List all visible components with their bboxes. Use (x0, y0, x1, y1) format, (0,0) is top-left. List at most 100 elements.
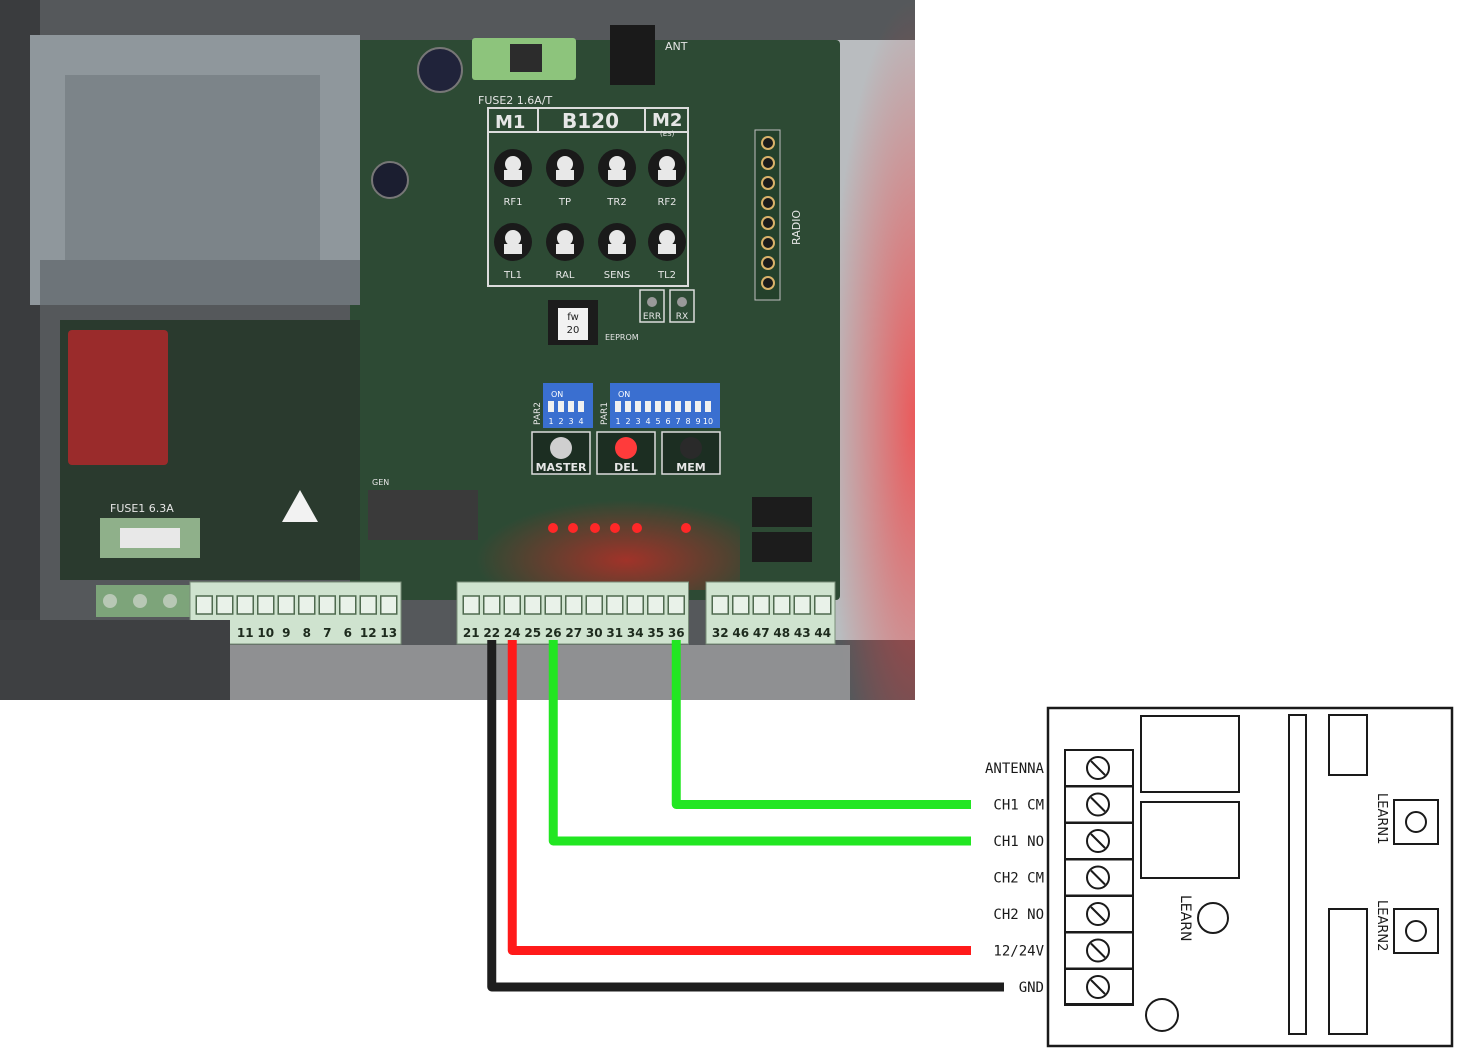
trimmer-label: TL1 (503, 270, 522, 281)
trimmer-ral[interactable]: RAL (546, 223, 584, 281)
terminal-44[interactable]: 44 (814, 595, 832, 640)
button-master[interactable]: MASTER (531, 431, 591, 475)
dip-switch[interactable] (705, 401, 711, 412)
terminal-6[interactable]: 6 (339, 595, 357, 640)
terminal-number: 43 (794, 626, 811, 640)
terminal-35[interactable]: 35 (647, 595, 665, 640)
capacitor (417, 47, 463, 93)
trimmer-label: RF2 (657, 197, 676, 208)
learn2-button[interactable] (1393, 908, 1439, 954)
terminal-31[interactable]: 31 (606, 595, 624, 640)
motor1-label: M1 (495, 112, 525, 133)
terminal-22[interactable]: 22 (483, 595, 501, 640)
dip-switch[interactable] (665, 401, 671, 412)
terminal-8[interactable]: 8 (298, 595, 316, 640)
trimmer-tp[interactable]: TP (546, 149, 584, 208)
terminal-number: 31 (606, 626, 623, 640)
dip-switch[interactable] (635, 401, 641, 412)
dip-switch[interactable] (615, 401, 621, 412)
radio-pin (761, 156, 775, 170)
receiver-terminal-label: CH2 NO (993, 907, 1044, 923)
dip-switch[interactable] (568, 401, 574, 412)
terminal-13[interactable]: 13 (380, 595, 398, 640)
dip-position-label: 4 (645, 417, 650, 426)
terminal-32[interactable]: 32 (711, 595, 729, 640)
small-component-bottom (1328, 908, 1368, 1035)
terminal-number: 44 (814, 626, 831, 640)
trimmer-rf2[interactable]: RF2 (648, 149, 686, 208)
receiver-terminal-gnd[interactable]: GND (1019, 968, 1134, 1006)
dip-switch[interactable] (558, 401, 564, 412)
terminal-30[interactable]: 30 (585, 595, 603, 640)
relay-1 (752, 497, 812, 527)
terminal-48[interactable]: 48 (773, 595, 791, 640)
terminal-21[interactable]: 21 (462, 595, 480, 640)
terminal-27[interactable]: 27 (565, 595, 583, 640)
trimmer-tr2[interactable]: TR2 (598, 149, 636, 208)
dip-switch[interactable] (645, 401, 651, 412)
wire-36-to-ch1-cm (671, 640, 971, 809)
trimmer-label: TP (558, 197, 571, 208)
relay-box-2 (1140, 801, 1240, 879)
trimmer-rf1[interactable]: RF1 (494, 149, 532, 208)
terminal-24[interactable]: 24 (503, 595, 521, 640)
dip-position-label: 2 (558, 417, 563, 426)
terminal-12[interactable]: 12 (359, 595, 377, 640)
receiver-terminal-antenna[interactable]: ANTENNA (985, 749, 1134, 787)
learn1-button-knob (1405, 811, 1427, 833)
terminal-11[interactable]: 11 (236, 595, 254, 640)
terminal-36[interactable]: 36 (667, 595, 685, 640)
receiver-terminal-ch1-no[interactable]: CH1 NO (993, 822, 1134, 860)
dip-switch[interactable] (625, 401, 631, 412)
learn1-label: LEARN1 (1374, 793, 1389, 844)
trimmer-tl1[interactable]: TL1 (494, 223, 532, 281)
trimmer-sens[interactable]: SENS (598, 223, 636, 281)
terminal-25[interactable]: 25 (524, 595, 542, 640)
dip-position-label: 3 (568, 417, 573, 426)
terminal-34[interactable]: 34 (626, 595, 644, 640)
terminal-46[interactable]: 46 (732, 595, 750, 640)
trimmer-tl2[interactable]: TL2 (648, 223, 686, 281)
radio-label: RADIO (790, 210, 803, 245)
receiver-terminal-label: ANTENNA (985, 761, 1045, 777)
receiver-terminal-ch2-cm[interactable]: CH2 CM (993, 858, 1134, 897)
receiver-terminal-label: GND (1019, 980, 1044, 996)
status-led-err: ERR (639, 289, 665, 323)
dip-position-label: 8 (685, 417, 690, 426)
terminal-number: 21 (463, 626, 480, 640)
board-title: B120 (562, 109, 619, 133)
button-del[interactable]: DEL (596, 431, 656, 475)
dip-switch[interactable] (695, 401, 701, 412)
receiver-terminal-ch1-cm[interactable]: CH1 CM (993, 785, 1134, 824)
dip-switch[interactable] (578, 401, 584, 412)
radio-pin (761, 136, 775, 150)
radio-pin (761, 216, 775, 230)
dip-switch[interactable] (655, 401, 661, 412)
hazard-icon (282, 490, 318, 522)
fuse1-label: FUSE1 6.3A (110, 502, 174, 515)
receiver-terminal-12-24v[interactable]: 12/24V (993, 931, 1134, 970)
terminal-number: 7 (323, 626, 331, 640)
receiver-terminal-ch2-no[interactable]: CH2 NO (993, 895, 1134, 933)
dip-switch[interactable] (548, 401, 554, 412)
dip-on-label: ON (618, 390, 630, 399)
dip-switch[interactable] (675, 401, 681, 412)
terminal-43[interactable]: 43 (793, 595, 811, 640)
terminal-10[interactable]: 10 (257, 595, 275, 640)
terminal-9[interactable]: 9 (277, 595, 295, 640)
transformer (30, 35, 360, 305)
learn1-button[interactable] (1393, 799, 1439, 845)
trimmer-label: TL2 (657, 270, 676, 281)
terminal-7[interactable]: 7 (318, 595, 336, 640)
trimmer-label: TR2 (606, 197, 626, 208)
terminal-number: 8 (303, 626, 311, 640)
button-mem[interactable]: MEM (661, 431, 721, 475)
terminal-number: 34 (627, 626, 644, 640)
terminal-26[interactable]: 26 (544, 595, 562, 640)
terminal-47[interactable]: 47 (752, 595, 770, 640)
dip-switch[interactable] (685, 401, 691, 412)
